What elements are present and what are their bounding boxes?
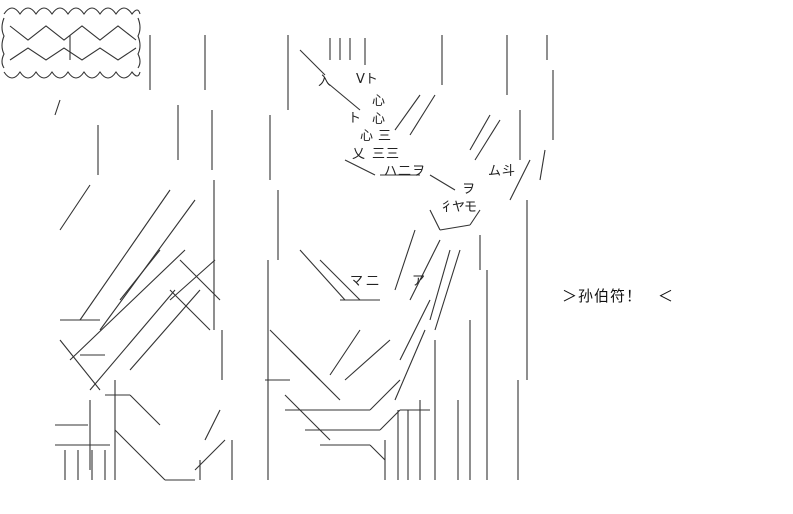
art-fragment: ヲ <box>412 164 426 179</box>
art-fragment: 心 <box>360 129 374 144</box>
art-fragment: 心 <box>372 94 386 109</box>
art-fragment: ハ <box>384 164 398 179</box>
art-fragment: 入 <box>318 74 332 89</box>
speech-bubble-text: ＞孙伯符！ ＜ <box>562 287 675 305</box>
art-fragment: 三 <box>378 129 392 144</box>
art-fragment: 心 <box>372 112 386 127</box>
art-fragment: 二 <box>398 164 412 179</box>
art-fragment: 二 <box>366 274 380 289</box>
art-fragment: 三 <box>386 147 400 162</box>
art-fragment: ト <box>348 111 362 126</box>
art-fragment: ム <box>488 164 502 179</box>
art-fragment: モ <box>464 200 478 215</box>
art-fragment: 彳 <box>440 200 454 215</box>
art-fragment: ヤ <box>452 200 466 215</box>
art-fragment: Vト <box>356 72 378 87</box>
art-fragment: マ <box>350 274 364 289</box>
speech-bubble <box>1 7 141 79</box>
art-fragment: 斗 <box>502 164 516 179</box>
art-fragment: ア <box>412 274 426 289</box>
art-fragment: 乂 <box>352 147 366 162</box>
art-fragment: ヲ <box>462 182 476 197</box>
art-fragment: 三 <box>372 147 386 162</box>
